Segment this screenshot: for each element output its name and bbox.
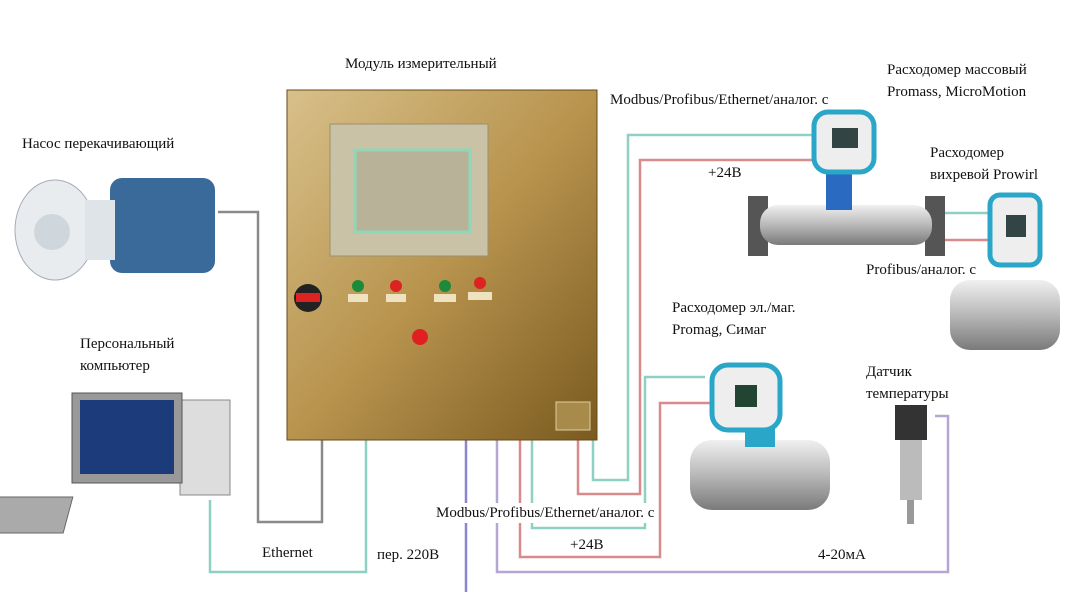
label-bus-bottom: Modbus/Profibus/Ethernet/аналог. с [436,503,655,523]
label-mass-1: Расходомер массовый [887,62,1027,78]
label-pc-1: Персональный [80,336,175,352]
vortex-flowmeter-image [950,192,1060,350]
computer-image [0,392,231,534]
wire-pump [218,210,324,524]
label-temp-1: Датчик [866,364,912,380]
label-24v-top: +24В [708,165,742,181]
label-pc-2: компьютер [80,358,150,374]
mass-flowmeter-image [748,109,945,256]
temperature-sensor-image [895,405,927,524]
wire-temp [495,414,950,574]
wire-ethernet [208,440,368,574]
label-pump: Насос перекачивающий [22,136,175,152]
label-profibus: Profibus/аналог. с [866,260,977,280]
label-bus-top: Modbus/Profibus/Ethernet/аналог. с [610,92,829,108]
wire-mag-bus [530,375,705,530]
wire-mass-power [576,158,818,496]
pump-image [14,178,215,281]
label-vortex-1: Расходомер [930,145,1004,161]
mag-flowmeter-image [690,362,830,510]
label-module: Модуль измерительный [345,56,497,72]
wire-mass-bus [591,133,820,482]
label-mass-2: Promass, MicroMotion [887,84,1027,100]
label-power: пер. 220В [377,547,440,563]
label-vortex-2: вихревой Prowirl [930,167,1039,183]
label-temp-2: температуры [866,386,949,402]
label-ethernet: Ethernet [262,545,313,561]
label-current: 4-20мА [818,547,866,563]
label-mag-2: Promag, Симаг [672,322,767,338]
label-mag-1: Расходомер эл./маг. [672,300,796,316]
measuring-module-panel [286,89,598,441]
label-24v-bottom: +24В [570,537,604,553]
